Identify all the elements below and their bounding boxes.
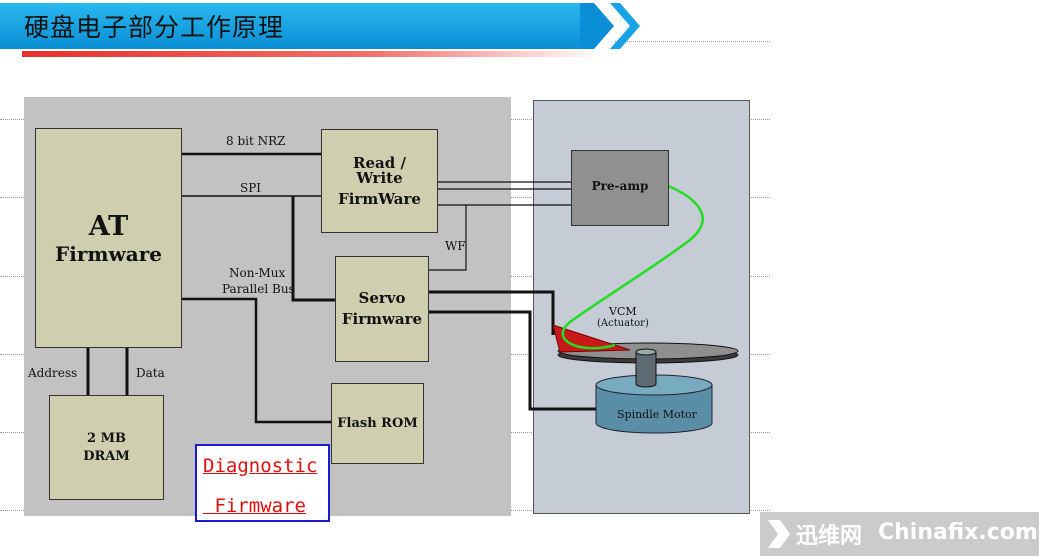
servo-line1: Servo: [358, 289, 406, 307]
diagnostic-line1: Diagnostic: [203, 455, 318, 477]
flash-rom-block: Flash ROM: [331, 383, 424, 464]
servo-vcm-line: [428, 290, 555, 335]
address-label: Address: [28, 366, 78, 380]
parallel-bus: [182, 297, 331, 424]
servo-firmware-block: Servo Firmware: [335, 256, 429, 362]
read-write-line3: FirmWare: [338, 189, 421, 208]
nonmux-label-2: Parallel Bus: [222, 282, 295, 296]
nrz-label: 8 bit NRZ: [226, 134, 286, 148]
read-write-line2: Write: [356, 168, 403, 187]
pre-amp-block: Pre-amp: [571, 150, 669, 226]
vcm-label-1: VCM: [609, 305, 637, 318]
read-write-line1: Read /: [353, 153, 406, 172]
watermark-arrow-icon: [768, 520, 790, 548]
servo-line2: Firmware: [341, 310, 423, 328]
at-firmware-line2: Firmware: [55, 241, 162, 266]
dram-line1: 2 MB: [87, 430, 126, 446]
at-firmware-block: AT Firmware: [35, 128, 182, 348]
watermark-cn: 迅维网: [796, 524, 863, 549]
vcm-label-2: (Actuator): [597, 318, 649, 329]
dram-block: 2 MB DRAM: [49, 395, 164, 500]
head-signal-path: [561, 184, 704, 350]
nonmux-label-1: Non-Mux: [229, 266, 286, 280]
page-title: 硬盘电子部分工作原理: [24, 13, 285, 42]
servo-spindle-line: [428, 310, 600, 411]
dram-line2: DRAM: [83, 448, 130, 464]
watermark-en: Chinafix.com: [878, 520, 1038, 545]
servo-bus: [291, 196, 336, 302]
read-write-firmware-block: Read / Write FirmWare: [321, 129, 438, 233]
title-underline: [22, 51, 602, 57]
title-bar: [0, 3, 600, 49]
data-label: Data: [136, 366, 165, 380]
diagnostic-line2: Firmware: [203, 495, 306, 517]
chevron-arrows-icon: [580, 3, 640, 49]
flash-rom-label: Flash ROM: [337, 416, 418, 431]
spi-label: SPI: [240, 181, 262, 195]
wf-line: [428, 205, 467, 271]
at-firmware-line1: AT: [88, 210, 129, 242]
diagnostic-firmware-box: Diagnostic Firmware: [195, 444, 330, 522]
pre-amp-label: Pre-amp: [591, 179, 649, 193]
spindle-motor-label: Spindle Motor: [617, 408, 697, 421]
watermark: 迅维网 Chinafix.com: [760, 512, 1039, 556]
wf-label: WF: [445, 239, 466, 253]
